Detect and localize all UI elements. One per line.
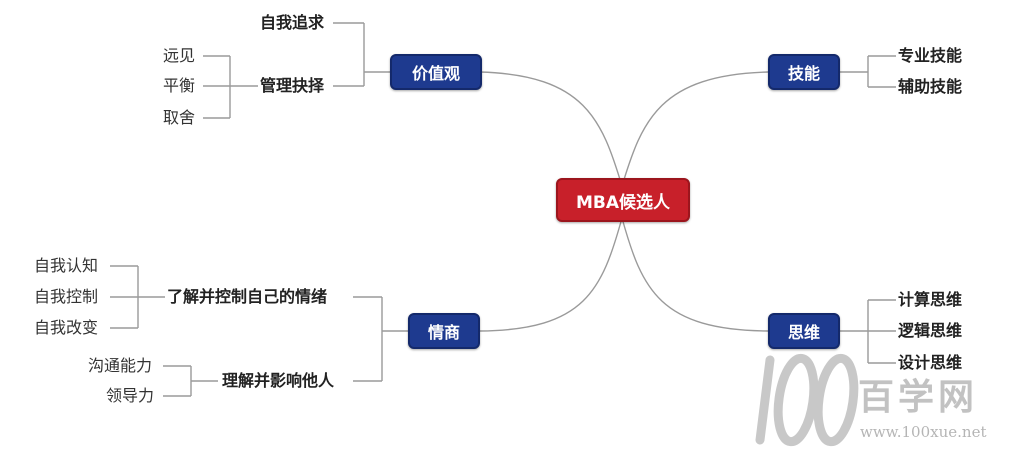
thinking-item-design: 设计思维 (898, 353, 963, 372)
connector-skills-bracket (840, 55, 896, 88)
values-management-label: 管理抉择 (260, 76, 325, 95)
hub-values-label: 价值观 (411, 64, 460, 83)
emotion-others-label: 理解并影响他人 (222, 371, 335, 390)
watermark-brand-text: 百学网 (858, 376, 979, 418)
connector-self-bracket (110, 265, 165, 329)
hub-thinking-label: 思维 (787, 323, 820, 342)
watermark-logo: 100 (755, 353, 859, 447)
hub-emotion-label: 情商 (427, 323, 460, 342)
thinking-item-computational: 计算思维 (898, 290, 963, 309)
hub-values: 价值观 (390, 54, 482, 90)
connector-center-values (479, 71, 623, 187)
hub-emotion: 情商 (408, 313, 480, 349)
connector-center-skills (621, 71, 769, 187)
connector-center-emotion (479, 217, 623, 332)
emotion-self-label: 了解并控制自己的情绪 (167, 287, 328, 306)
hub-skills: 技能 (768, 54, 840, 90)
skills-item-professional: 专业技能 (898, 46, 963, 65)
center-node-label: MBA候选人 (575, 192, 671, 213)
connector-emotion-bracket (353, 296, 410, 382)
skills-item-auxiliary: 辅助技能 (898, 77, 963, 96)
hub-thinking: 思维 (768, 313, 840, 349)
management-item-tradeoff: 取舍 (163, 108, 196, 127)
management-item-balance: 平衡 (163, 76, 196, 95)
connector-values-bracket (333, 22, 392, 87)
thinking-item-logical: 逻辑思维 (898, 321, 963, 340)
connector-others-bracket (163, 365, 218, 397)
values-pursuit-label: 自我追求 (260, 13, 325, 32)
connector-thinking-bracket (840, 299, 896, 364)
self-item-awareness: 自我认知 (34, 256, 99, 275)
watermark-digit-one (755, 355, 775, 445)
center-node: MBA候选人 (556, 178, 690, 222)
connector-center-thinking (621, 217, 769, 332)
self-item-change: 自我改变 (34, 318, 99, 337)
others-item-communication: 沟通能力 (88, 356, 153, 375)
management-item-foresight: 远见 (163, 46, 196, 65)
hub-skills-label: 技能 (787, 64, 820, 83)
watermark-url: www.100xue.net (860, 423, 987, 441)
others-item-leadership: 领导力 (106, 386, 155, 405)
watermark-digit-zero-b (813, 353, 859, 447)
self-item-control: 自我控制 (34, 287, 99, 306)
connector-management-bracket (203, 55, 258, 119)
watermark-digit-zero-a (773, 353, 819, 447)
